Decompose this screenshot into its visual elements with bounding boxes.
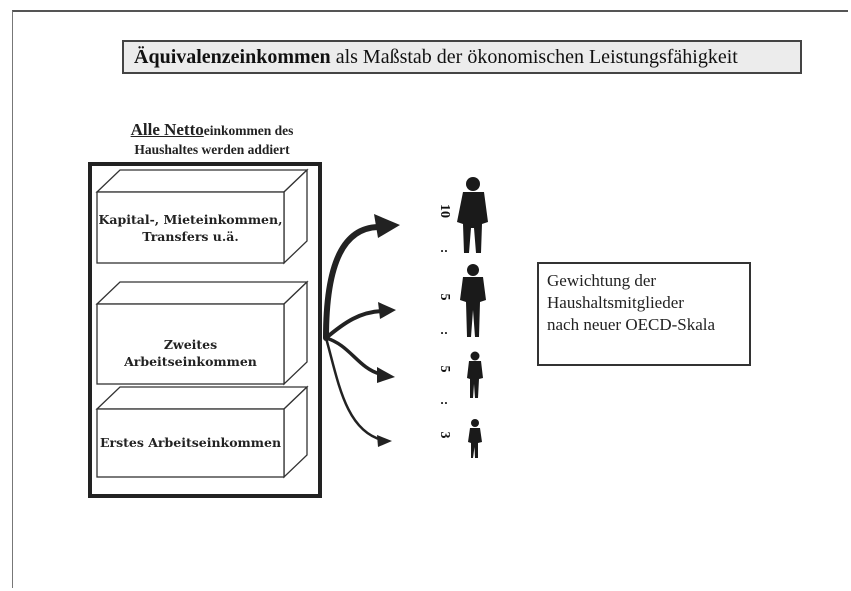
income-box-3-line1: Erstes Arbeitseinkommen xyxy=(99,435,282,450)
heading-big: Alle Netto xyxy=(130,120,204,139)
income-box-1-label: Kapital-, Mieteinkommen, Transfers u.ä. xyxy=(97,211,284,245)
note-line-3: nach neuer OECD-Skala xyxy=(547,315,716,334)
note-line-2: Haushaltsmitglieder xyxy=(547,293,684,312)
heading-line2: Haushaltes werden addiert xyxy=(134,142,290,157)
scale-separator-1: : xyxy=(438,248,453,254)
scale-value-4: 3 xyxy=(437,431,452,439)
title-banner: Äquivalenzeinkommen als Maßstab der ökon… xyxy=(122,40,802,74)
page-frame xyxy=(12,10,848,588)
teen-person-icon xyxy=(460,264,486,337)
income-box-2 xyxy=(95,280,309,386)
income-heading: Alle Nettoeinkommen des Haushaltes werde… xyxy=(92,120,332,159)
oecd-weighting-note: Gewichtung der Haushaltsmitglieder nach … xyxy=(537,262,751,366)
scale-separator-3: : xyxy=(438,400,453,406)
adult-person-icon xyxy=(457,177,488,253)
heading-small: einkommen des xyxy=(203,123,294,138)
income-box-1-line1: Kapital-, Mieteinkommen, xyxy=(98,212,283,227)
title-bold: Äquivalenzeinkommen xyxy=(134,46,331,68)
scale-value-1: 10 xyxy=(437,204,452,218)
note-line-1: Gewichtung der xyxy=(547,271,657,290)
income-box-1 xyxy=(95,168,309,265)
scale-value-3: 5 xyxy=(437,365,452,373)
scale-value-2: 5 xyxy=(437,293,452,301)
small-child-person-icon xyxy=(468,419,482,458)
income-box-1-line2: Transfers u.ä. xyxy=(142,229,239,244)
income-box-3 xyxy=(95,385,309,479)
income-box-2-label: Zweites Arbeitseinkommen xyxy=(97,336,284,370)
arrow-head-3 xyxy=(377,367,395,383)
arrow-head-1 xyxy=(374,214,400,238)
household-income-container xyxy=(88,162,322,498)
arrow-head-4 xyxy=(377,435,392,447)
scale-separator-2: : xyxy=(438,330,453,336)
distribution-arrows xyxy=(323,224,384,442)
income-box-2-line1: Zweites Arbeitseinkommen xyxy=(124,337,257,369)
title-rest: als Maßstab der ökonomischen Leistungsfä… xyxy=(330,46,738,68)
child-person-icon xyxy=(467,351,483,398)
arrow-head-2 xyxy=(378,302,396,319)
income-box-3-label: Erstes Arbeitseinkommen xyxy=(97,434,284,451)
